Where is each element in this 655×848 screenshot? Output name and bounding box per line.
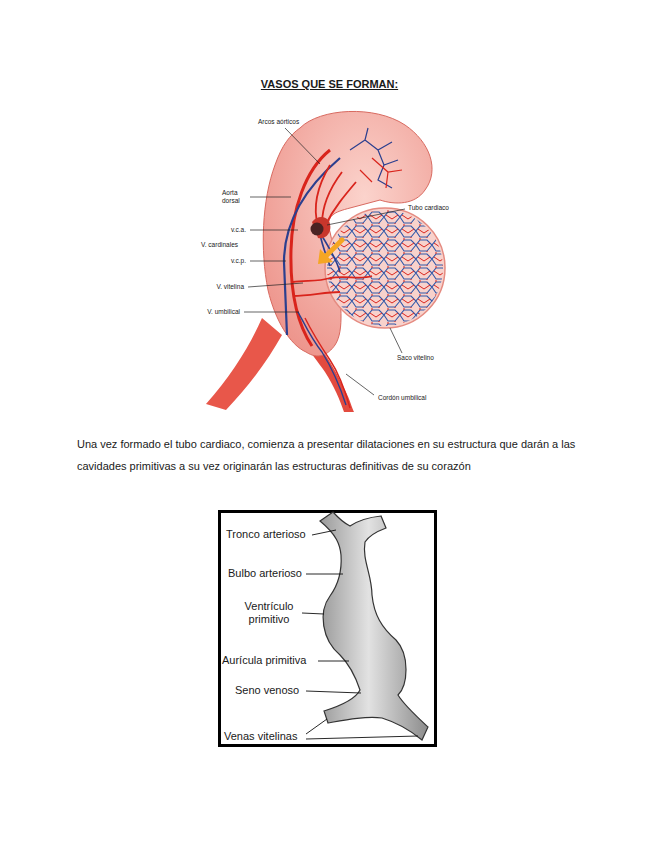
vessel-label: Aorta dorsal [222,189,248,205]
part-label: Venas vitelinas [224,730,306,743]
cardinal-vein [284,158,340,335]
part-label: Tronco arterioso [226,528,310,541]
highlight-arrow-head [318,249,333,264]
leader-line [306,719,327,734]
vessel-label: Saco vitelino [397,354,457,362]
leader-line [318,661,349,662]
leader-line [250,197,291,198]
yolk-sac-vessels [325,208,445,328]
vitelline-arteries [293,276,372,296]
leader-line [306,574,343,575]
leader-line [248,283,303,287]
leader-line [250,261,286,262]
figure-frame [220,512,436,746]
vessel-label: Arcos aórticos [258,118,318,126]
leader-line [306,691,361,693]
leader-lines [302,530,418,739]
leader-line [285,128,320,164]
leader-line [302,613,324,614]
part-label: Seno venoso [235,684,305,697]
leader-line [306,736,418,739]
leader-line [346,374,374,395]
vessel-label: v.c.a. [186,226,246,234]
umbilical-artery [305,318,350,408]
leader-line [312,530,336,535]
vessel-label: v.c.p. [186,257,246,265]
leader-line [250,230,298,231]
vessel-label: V. vitelina [170,283,244,291]
umbilical-vein [298,312,346,405]
leader-line [390,328,402,353]
aortic-arches [316,165,356,226]
part-label: Bulbo arterioso [228,567,306,580]
leader-line [327,209,405,225]
vessel-label: V. umbilical [166,308,240,316]
part-label: Ventrículo primitivo [236,600,302,626]
head-veins [350,128,398,188]
page-title: VASOS QUE SE FORMAN: [2,78,655,90]
part-label: Aurícula primitiva [222,654,318,667]
highlight-arrow-shaft [326,240,342,256]
connecting-stalk [206,318,282,410]
head-arteries [360,158,402,188]
vessel-label: Cordón umbilical [378,394,448,402]
vessel-label: Tubo cardiaco [408,204,468,212]
body-paragraph: Una vez formado el tubo cardiaco, comien… [77,433,582,477]
leader-line [244,312,299,313]
heart-tube-drawing [320,512,428,740]
leader-lines [244,128,405,395]
vessel-label: V. cardinales [170,241,238,249]
yolk-sac [325,208,445,328]
heart [311,223,324,236]
